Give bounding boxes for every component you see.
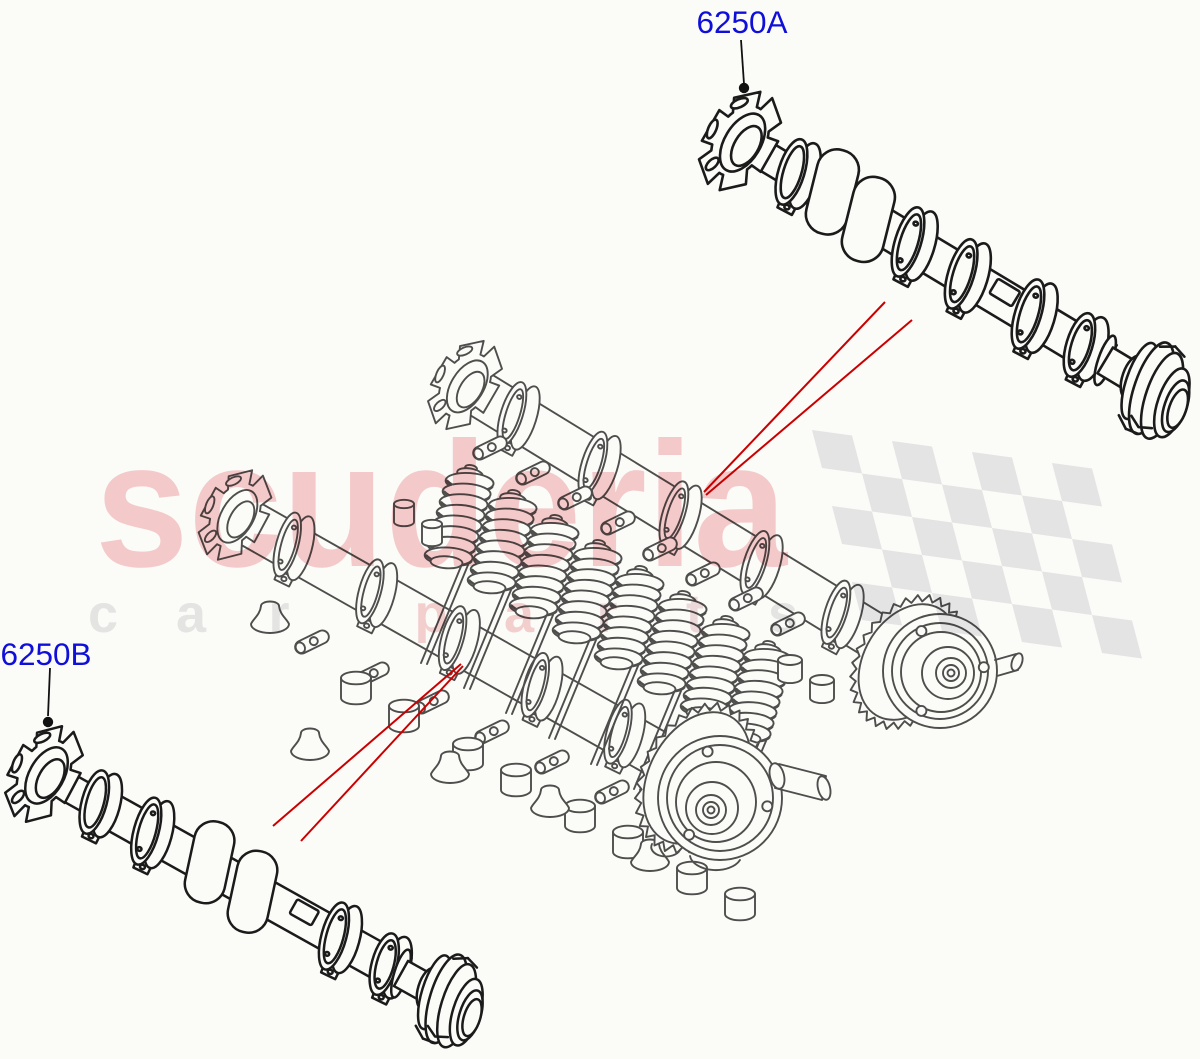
svg-text:a: a: [176, 584, 207, 644]
svg-text:6250A: 6250A: [696, 4, 787, 40]
svg-text:6250B: 6250B: [0, 636, 91, 672]
svg-text:c: c: [88, 584, 118, 644]
